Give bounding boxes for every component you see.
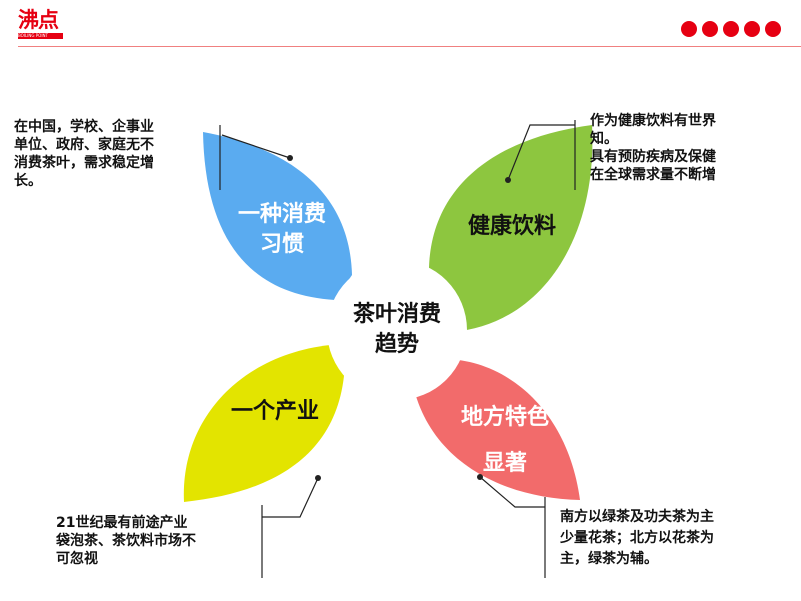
logo: 沸点 BOILING POINT: [18, 8, 63, 39]
note-line: 长。: [14, 173, 42, 189]
note-line: 主，绿茶为辅。: [560, 551, 658, 567]
note-line: 少量花茶；北方以花茶为: [560, 530, 714, 546]
note-line: 可忽视: [56, 551, 98, 567]
decor-dot: [723, 21, 739, 37]
header-dots: [681, 21, 781, 37]
logo-text: 沸点: [18, 7, 59, 32]
note-habit: 在中国，学校、企事业 单位、政府、家庭无不 消费茶叶，需求稳定增 长。: [14, 118, 204, 190]
decor-dot: [765, 21, 781, 37]
petal-red: [413, 359, 580, 500]
petal-label-line: 习惯: [259, 232, 304, 257]
note-line: 单位、政府、家庭无不: [14, 137, 154, 153]
decor-dot: [744, 21, 760, 37]
petal-label-habit: 一种消费 习惯: [222, 200, 342, 260]
center-title: 茶叶消费 趋势: [337, 300, 457, 360]
header-divider: [18, 46, 801, 47]
note-line: 作为健康饮料有世界: [590, 113, 716, 129]
petal-label-health: 健康饮料: [452, 212, 572, 242]
center-circle: [327, 260, 467, 400]
note-line: 消费茶叶，需求稳定增: [14, 155, 154, 171]
callout-dots: [287, 155, 511, 481]
petal-label-line: 地方特色: [460, 405, 549, 430]
note-industry: 21世纪最有前途产业 袋泡茶、茶饮料市场不 可忽视: [56, 514, 246, 568]
note-line: 具有预防疾病及保健: [590, 149, 716, 165]
center-title-line: 茶叶消费: [352, 302, 441, 327]
callout-lines: [219, 120, 576, 578]
petal-blue: [203, 132, 352, 300]
petal-green: [428, 125, 593, 332]
note-line: 南方以绿茶及功夫茶为主: [560, 509, 714, 525]
note-local: 南方以绿茶及功夫茶为主 少量花茶；北方以花茶为 主，绿茶为辅。: [560, 507, 748, 570]
petal-label-line: 显著: [482, 451, 527, 476]
decor-dot: [702, 21, 718, 37]
note-health: 作为健康饮料有世界 知。 具有预防疾病及保健 在全球需求量不断增: [590, 112, 750, 184]
center-title-line: 趋势: [374, 332, 419, 357]
petal-label-line: 一个产业: [230, 399, 319, 424]
logo-subtext: BOILING POINT: [18, 33, 63, 39]
decor-dot: [681, 21, 697, 37]
petal-label-line: 一种消费: [237, 202, 326, 227]
petal-label-local: 地方特色 显著: [445, 395, 565, 487]
petal-yellow: [183, 345, 345, 502]
note-line: 在全球需求量不断增: [590, 167, 716, 183]
petal-label-industry: 一个产业: [215, 397, 335, 427]
note-line: 在中国，学校、企事业: [14, 119, 154, 135]
note-line: 21世纪最有前途产业: [56, 515, 188, 531]
note-line: 知。: [590, 131, 618, 147]
petal-label-line: 健康饮料: [467, 214, 556, 239]
note-line: 袋泡茶、茶饮料市场不: [56, 533, 196, 549]
